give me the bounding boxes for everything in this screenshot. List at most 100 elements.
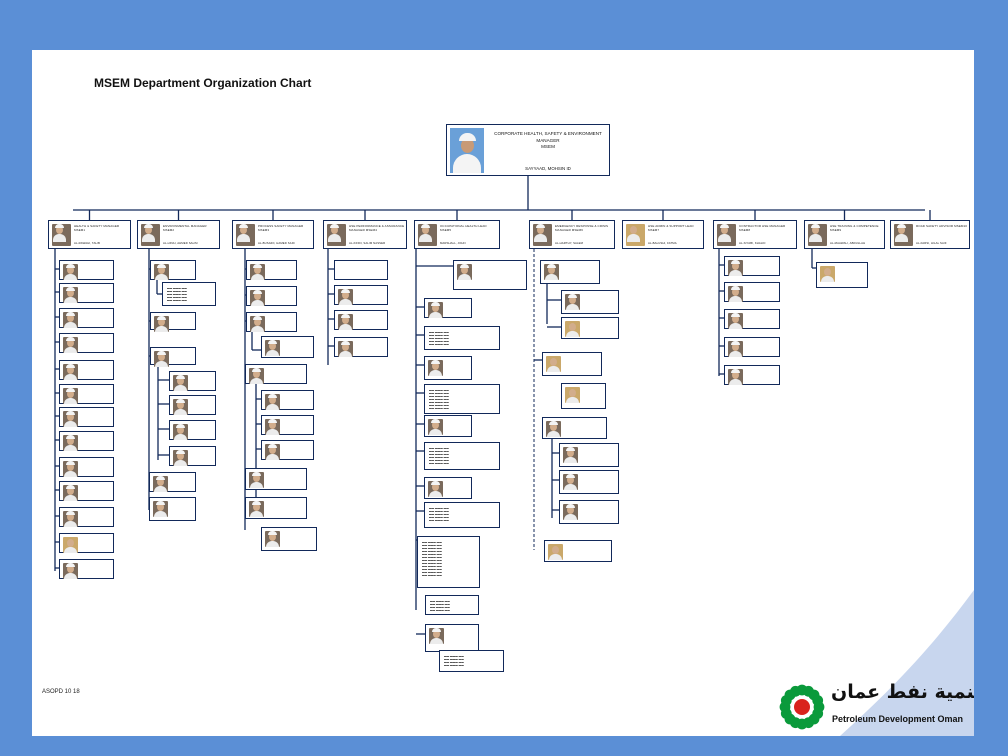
staff-box[interactable] — [59, 260, 114, 280]
staff-box[interactable] — [424, 298, 472, 318]
staff-box[interactable] — [261, 415, 314, 435]
manager-title: HSE PERFORMANCE & ASSURANCE MANAGER MSEM… — [349, 224, 405, 232]
staff-box[interactable] — [334, 310, 388, 330]
staff-box[interactable] — [59, 384, 114, 404]
staff-box[interactable] — [59, 333, 114, 353]
staff-box[interactable] — [334, 260, 388, 280]
staff-photo — [546, 421, 561, 437]
staff-box[interactable] — [261, 336, 314, 358]
staff-photo — [533, 224, 552, 246]
staff-photo — [63, 388, 78, 404]
staff-box[interactable] — [424, 477, 472, 499]
staff-photo — [63, 337, 78, 353]
staff-photo — [428, 481, 443, 497]
staff-box[interactable]: ▬▬ ▬▬▬ ▬▬▬▬ ▬▬▬ ▬▬▬▬ ▬▬▬ ▬▬▬▬ ▬▬▬ ▬▬ — [439, 650, 504, 672]
staff-box[interactable] — [150, 260, 196, 280]
staff-box[interactable] — [59, 533, 114, 553]
staff-box[interactable]: ▬▬ ▬▬▬ ▬▬▬▬ ▬▬▬ ▬▬▬▬ ▬▬▬ ▬▬▬▬ ▬▬▬ ▬▬▬▬ ▬… — [424, 326, 500, 350]
staff-box[interactable] — [261, 390, 314, 410]
staff-box[interactable] — [424, 415, 472, 437]
staff-box[interactable] — [59, 507, 114, 527]
staff-box[interactable] — [561, 383, 606, 409]
top-manager-box[interactable]: CORPORATE HEALTH, SAFETY & ENVIRONMENT M… — [446, 124, 610, 176]
staff-box[interactable] — [561, 290, 619, 314]
staff-photo — [563, 447, 578, 463]
staff-box[interactable] — [59, 360, 114, 380]
staff-photo — [565, 321, 580, 337]
staff-box[interactable] — [425, 624, 479, 652]
staff-box[interactable] — [724, 365, 780, 385]
staff-box[interactable] — [245, 468, 307, 490]
staff-box[interactable] — [59, 457, 114, 477]
staff-box[interactable] — [453, 260, 527, 290]
staff-box[interactable] — [59, 283, 114, 303]
staff-box[interactable]: ▬▬ ▬▬▬ ▬▬▬▬ ▬▬▬ ▬▬▬▬ ▬▬▬ ▬▬▬▬ ▬▬▬ ▬▬▬▬ ▬… — [424, 442, 500, 470]
staff-box[interactable] — [559, 500, 619, 524]
staff-box[interactable] — [724, 337, 780, 357]
staff-box[interactable] — [540, 260, 600, 284]
manager-title: EMERGENCY RESPONSE & CRISIS MANAGER MSEM… — [555, 224, 609, 232]
staff-box[interactable]: ▬▬ ▬▬▬ ▬▬▬▬ ▬▬▬ ▬▬▬▬ ▬▬▬ ▬▬▬▬ ▬▬▬ ▬▬▬▬ ▬… — [417, 536, 480, 588]
staff-box[interactable] — [150, 312, 196, 332]
staff-box[interactable] — [150, 347, 196, 367]
staff-box[interactable] — [245, 497, 307, 519]
staff-box[interactable] — [169, 446, 216, 466]
placeholder-text-lines: ▬▬ ▬▬▬ ▬▬▬▬ ▬▬▬ ▬▬▬▬ ▬▬▬ ▬▬▬▬ ▬▬▬ ▬▬▬▬ ▬… — [429, 507, 449, 522]
staff-box[interactable] — [542, 352, 602, 376]
staff-box[interactable] — [724, 309, 780, 329]
staff-box[interactable] — [561, 317, 619, 339]
staff-box[interactable]: ▬▬ ▬▬▬ ▬▬▬▬ ▬▬▬ ▬▬▬▬ ▬▬▬ ▬▬▬▬ ▬▬▬ ▬▬ — [425, 595, 479, 615]
staff-box[interactable] — [169, 371, 216, 391]
staff-box[interactable] — [424, 356, 472, 380]
staff-box[interactable] — [59, 481, 114, 501]
manager-box-4[interactable]: HSE PERFORMANCE & ASSURANCE MANAGER MSEM… — [323, 220, 407, 249]
staff-box[interactable] — [246, 312, 297, 332]
connector-lines — [54, 176, 931, 635]
staff-box[interactable] — [542, 417, 607, 439]
staff-photo — [173, 424, 188, 440]
placeholder-text-lines: ▬▬ ▬▬▬ ▬▬▬▬ ▬▬▬ ▬▬▬▬ ▬▬▬ ▬▬▬▬ ▬▬▬ ▬▬▬▬ ▬… — [429, 331, 449, 346]
staff-box[interactable] — [261, 440, 314, 460]
staff-box[interactable] — [816, 262, 868, 288]
staff-box[interactable] — [59, 431, 114, 451]
staff-photo — [63, 563, 78, 579]
staff-box[interactable] — [245, 364, 307, 384]
staff-box[interactable] — [59, 308, 114, 328]
staff-photo — [153, 476, 168, 492]
staff-box[interactable] — [59, 559, 114, 579]
pdo-logo: شركة تنمية نفط عمان Petroleum Developmen… — [777, 681, 974, 732]
staff-box[interactable] — [149, 497, 196, 521]
staff-box[interactable] — [169, 395, 216, 415]
staff-photo — [250, 316, 265, 332]
staff-photo — [173, 450, 188, 466]
staff-box[interactable] — [724, 256, 780, 276]
staff-photo — [154, 351, 169, 367]
staff-box[interactable]: ▬▬ ▬▬▬ ▬▬▬▬ ▬▬▬ ▬▬▬▬ ▬▬▬ ▬▬▬▬ ▬▬▬ ▬▬▬▬ ▬… — [424, 384, 500, 414]
staff-box[interactable] — [169, 420, 216, 440]
staff-box[interactable] — [59, 407, 114, 427]
staff-box[interactable] — [246, 260, 297, 280]
staff-box[interactable] — [334, 337, 388, 357]
staff-box[interactable]: ▬▬ ▬▬▬ ▬▬▬▬ ▬▬▬ ▬▬▬▬ ▬▬▬ ▬▬▬▬ ▬▬▬ ▬▬▬▬ ▬… — [162, 282, 216, 306]
staff-photo — [63, 511, 78, 527]
manager-box-6[interactable]: EMERGENCY RESPONSE & CRISIS MANAGER MSEM… — [529, 220, 615, 249]
staff-box[interactable] — [559, 443, 619, 467]
staff-box[interactable] — [246, 286, 297, 306]
staff-box[interactable] — [559, 470, 619, 494]
staff-box[interactable] — [261, 527, 317, 551]
staff-box[interactable] — [149, 472, 196, 492]
staff-photo — [63, 485, 78, 501]
staff-box[interactable] — [334, 285, 388, 305]
staff-photo — [173, 399, 188, 415]
staff-box[interactable] — [724, 282, 780, 302]
staff-box[interactable]: ▬▬ ▬▬▬ ▬▬▬▬ ▬▬▬ ▬▬▬▬ ▬▬▬ ▬▬▬▬ ▬▬▬ ▬▬▬▬ ▬… — [424, 502, 500, 528]
staff-box[interactable] — [544, 540, 612, 562]
